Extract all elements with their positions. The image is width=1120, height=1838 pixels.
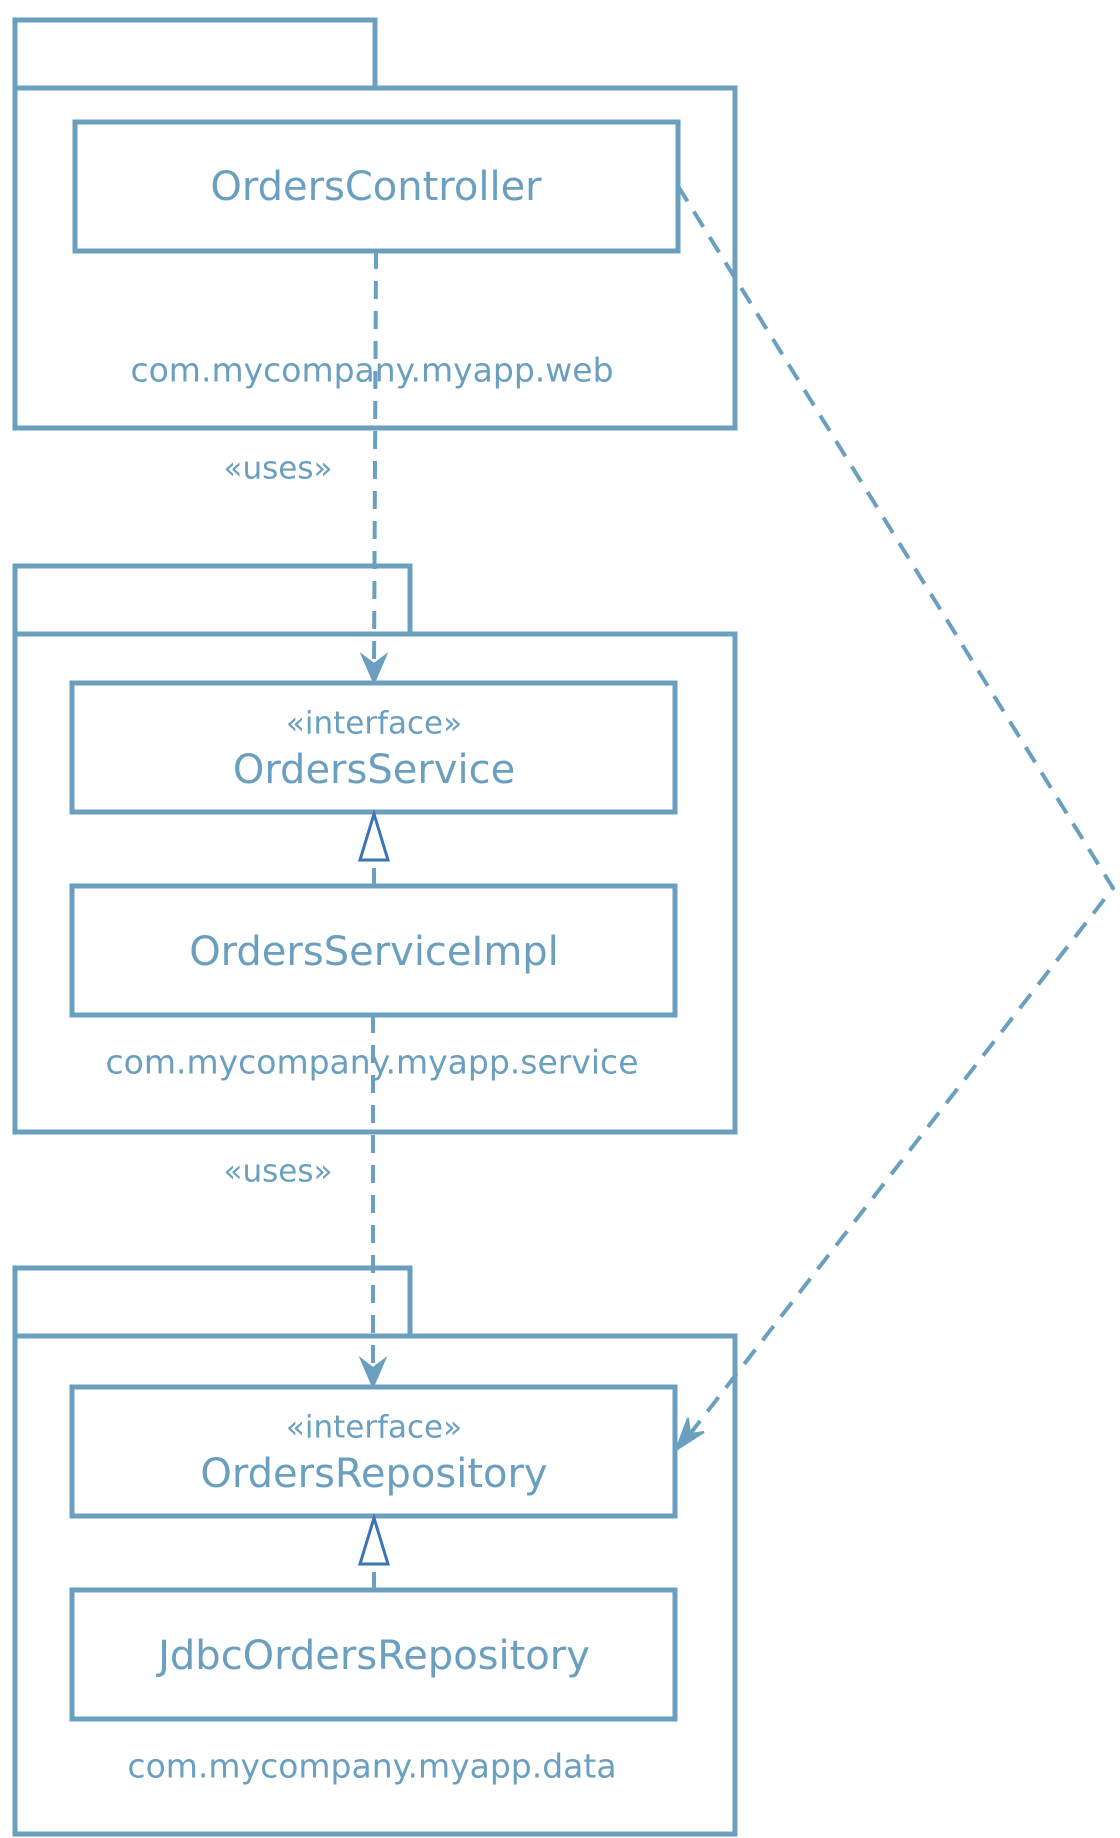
package-web-label: com.mycompany.myapp.web <box>130 351 613 390</box>
dependency-controller-to-service[interactable]: «uses» <box>224 250 389 686</box>
class-box <box>69 680 678 815</box>
realization-arrowhead <box>357 1512 391 1566</box>
dependency-arrowhead <box>359 651 389 686</box>
dependency-label: «uses» <box>224 1154 333 1190</box>
realization-jdbc-to-repository[interactable] <box>357 1512 391 1590</box>
realization-arrowhead <box>357 808 391 862</box>
dependency-arrowhead <box>358 1355 388 1390</box>
class-box <box>69 883 678 1018</box>
package-data-tab <box>12 1265 413 1339</box>
class-orders-service[interactable]: «interface» OrdersService <box>69 680 678 815</box>
dependency-arrowhead <box>674 1417 705 1453</box>
package-web-tab <box>12 17 378 91</box>
dependency-label: «uses» <box>224 451 333 487</box>
dependency-line <box>676 184 1116 1436</box>
realization-service-impl-to-service[interactable] <box>357 808 391 886</box>
dependency-line <box>372 250 378 673</box>
class-jdbc-orders-repository[interactable]: JdbcOrdersRepository <box>69 1587 678 1722</box>
class-name: OrdersServiceImpl <box>189 929 559 975</box>
class-box <box>72 119 681 254</box>
package-data-label: com.mycompany.myapp.data <box>127 1747 616 1786</box>
class-stereotype: «interface» <box>286 1410 462 1446</box>
class-name: JdbcOrdersRepository <box>155 1633 590 1679</box>
class-orders-repository[interactable]: «interface» OrdersRepository <box>69 1384 678 1519</box>
class-name: OrdersRepository <box>200 1451 547 1497</box>
class-name: OrdersService <box>233 747 515 793</box>
dependency-service-impl-to-repository[interactable]: «uses» <box>224 1015 388 1390</box>
dependency-controller-to-repository[interactable] <box>674 184 1116 1453</box>
class-stereotype: «interface» <box>286 706 462 742</box>
class-name: OrdersController <box>210 164 542 210</box>
class-orders-service-impl[interactable]: OrdersServiceImpl <box>69 883 678 1018</box>
class-orders-controller[interactable]: OrdersController <box>72 119 681 254</box>
package-service-tab <box>12 563 413 637</box>
